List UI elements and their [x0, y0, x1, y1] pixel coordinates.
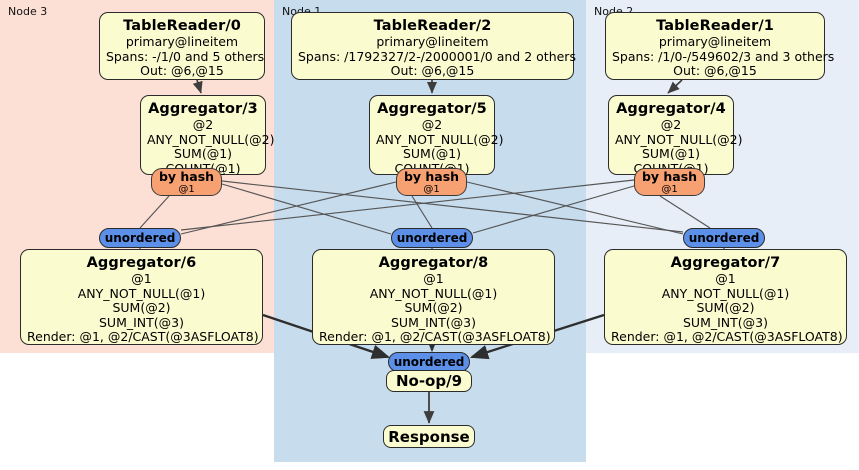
- processor-aggregator-7[interactable]: Aggregator/7 @1 ANY_NOT_NULL(@1) SUM(@2)…: [604, 249, 847, 345]
- processor-detail-agg2: SUM(@1): [641, 146, 701, 161]
- processor-aggregator-8[interactable]: Aggregator/8 @1 ANY_NOT_NULL(@1) SUM(@2)…: [312, 249, 555, 345]
- processor-detail-agg2: SUM(@2): [404, 300, 463, 315]
- processor-title: TableReader/2: [373, 18, 492, 34]
- processor-detail-out: Out: @6,@15: [390, 63, 475, 78]
- processor-tablereader-2[interactable]: TableReader/2 primary@lineitem Spans: /1…: [291, 12, 576, 80]
- processor-detail-agg2: SUM(@2): [112, 300, 171, 315]
- processor-aggregator-6[interactable]: Aggregator/6 @1 ANY_NOT_NULL(@1) SUM(@2)…: [20, 249, 263, 345]
- router-column: @1: [423, 184, 440, 195]
- processor-detail-agg1: ANY_NOT_NULL(@2): [376, 131, 504, 147]
- processor-detail-agg1: ANY_NOT_NULL(@1): [77, 285, 206, 301]
- processor-detail-agg2: SUM(@1): [173, 146, 233, 161]
- processor-detail-groupcol: @1: [715, 271, 736, 286]
- processor-noop-9[interactable]: No-op/9: [386, 370, 472, 392]
- processor-detail-groupcol: @2: [660, 117, 682, 132]
- processor-aggregator-3[interactable]: Aggregator/3 @2 ANY_NOT_NULL(@2) SUM(@1)…: [140, 95, 275, 175]
- processor-detail-agg1: ANY_NOT_NULL(@1): [661, 285, 790, 301]
- synchronizer-unordered-final[interactable]: unordered: [388, 352, 470, 372]
- processor-detail-spans: Spans: /1/0-/549602/3 and 3 others: [612, 48, 835, 64]
- processor-detail-groupcol: @1: [423, 271, 444, 286]
- processor-title: Aggregator/4: [616, 101, 726, 117]
- processor-tablereader-0[interactable]: TableReader/0 primary@lineitem Spans: -/…: [99, 12, 265, 80]
- processor-detail-groupcol: @2: [421, 117, 443, 132]
- processor-detail-spans: Spans: /1792327/2-/2000001/0 and 2 other…: [298, 48, 576, 64]
- processor-detail-agg3: SUM_INT(@3): [391, 314, 476, 330]
- processor-aggregator-4[interactable]: Aggregator/4 @2 ANY_NOT_NULL(@2) SUM(@1)…: [608, 95, 743, 175]
- processor-detail-table: primary@lineitem: [376, 34, 489, 49]
- router-label: by hash: [403, 169, 460, 184]
- processor-title: TableReader/1: [656, 18, 774, 34]
- processor-detail-agg1: ANY_NOT_NULL(@1): [369, 285, 498, 301]
- node-label-node3: Node 3: [8, 5, 48, 18]
- router-label: by hash: [158, 169, 215, 184]
- processor-aggregator-5[interactable]: Aggregator/5 @2 ANY_NOT_NULL(@2) SUM(@1)…: [369, 95, 504, 175]
- processor-detail-render: Render: @1, @2/CAST(@3ASFLOAT8): [611, 329, 843, 344]
- processor-detail-render: Render: @1, @2/CAST(@3ASFLOAT8): [27, 329, 259, 344]
- processor-detail-agg3: SUM_INT(@3): [99, 314, 184, 330]
- processor-detail-agg2: SUM(@2): [696, 300, 755, 315]
- processor-title: Aggregator/7: [670, 255, 781, 271]
- processor-title: Aggregator/3: [148, 101, 258, 117]
- router-label: by hash: [641, 169, 698, 184]
- processor-detail-agg1: ANY_NOT_NULL(@2): [147, 131, 275, 147]
- processor-detail-agg2: SUM(@1): [402, 146, 462, 161]
- processor-detail-table: primary@lineitem: [125, 34, 239, 49]
- processor-detail-agg3: SUM_INT(@3): [683, 314, 768, 330]
- synchronizer-unordered-left[interactable]: unordered: [99, 228, 181, 248]
- processor-detail-groupcol: @1: [131, 271, 152, 286]
- processor-detail-table: primary@lineitem: [658, 34, 772, 49]
- processor-detail-render: Render: @1, @2/CAST(@3ASFLOAT8): [319, 329, 551, 344]
- router-by-hash-right[interactable]: by hash @1: [634, 168, 705, 196]
- synchronizer-unordered-middle[interactable]: unordered: [391, 228, 473, 248]
- processor-detail-out: Out: @6,@15: [140, 63, 224, 78]
- processor-detail-spans: Spans: -/1/0 and 5 others: [106, 48, 265, 64]
- processor-title: Aggregator/8: [378, 255, 489, 271]
- router-by-hash-middle[interactable]: by hash @1: [396, 168, 467, 196]
- processor-title: Aggregator/5: [377, 101, 487, 117]
- synchronizer-unordered-right[interactable]: unordered: [683, 228, 765, 248]
- router-by-hash-left[interactable]: by hash @1: [151, 168, 222, 196]
- node-response[interactable]: Response: [383, 425, 475, 448]
- processor-detail-agg1: ANY_NOT_NULL(@2): [615, 131, 743, 147]
- processor-detail-out: Out: @6,@15: [673, 63, 757, 78]
- processor-title: Aggregator/6: [86, 255, 197, 271]
- router-column: @1: [178, 184, 195, 195]
- processor-detail-groupcol: @2: [192, 117, 214, 132]
- processor-tablereader-1[interactable]: TableReader/1 primary@lineitem Spans: /1…: [605, 12, 835, 80]
- processor-title: TableReader/0: [123, 18, 241, 34]
- router-column: @1: [661, 184, 678, 195]
